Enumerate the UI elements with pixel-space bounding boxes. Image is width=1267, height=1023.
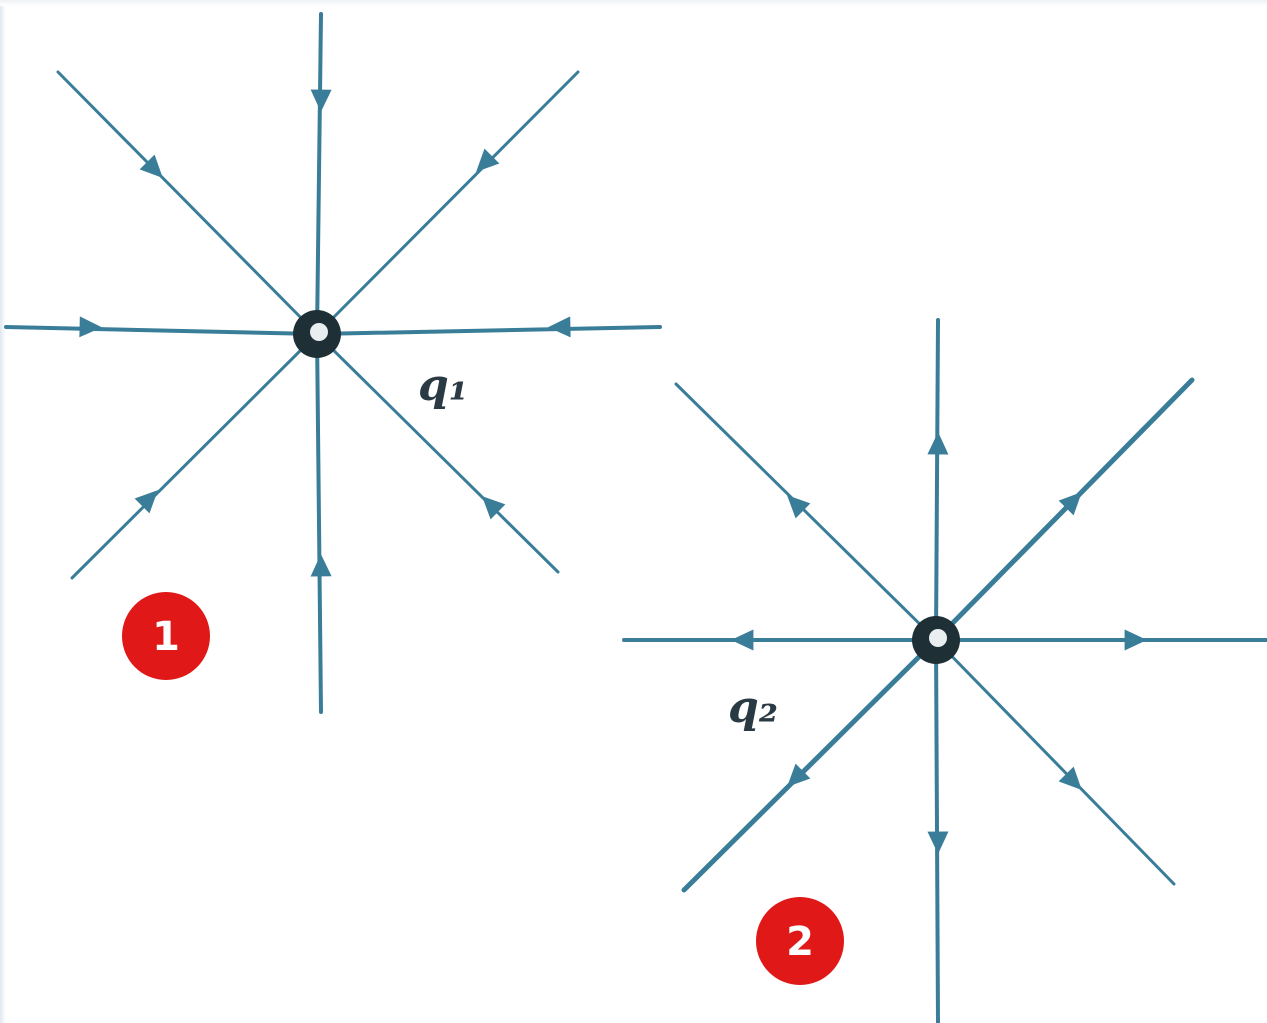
q2-point-charge-core (929, 629, 947, 647)
charge-q1-field (4, 12, 662, 714)
charge-q2-label: q₂ (728, 682, 778, 733)
q1-field-line-left (4, 325, 319, 336)
q2-arrow-up-icon (927, 432, 949, 455)
left-edge-shade (0, 0, 6, 1023)
q1-field-line-right (315, 325, 662, 336)
q1-arrow-down-icon (310, 554, 332, 577)
q1-field-line-down (315, 332, 323, 714)
q2-field-line-up (934, 318, 940, 642)
q1-field-line-up (315, 12, 323, 336)
q2-field-line-downright (934, 638, 1176, 886)
charge-q1-label: q₁ (418, 360, 468, 411)
q1-arrow-upleft-icon (139, 154, 163, 178)
q1-arrow-left-icon (79, 316, 102, 338)
top-edge-shade (0, 0, 1267, 6)
q1-arrow-downleft-icon (134, 490, 158, 514)
q2-field-line-down (934, 638, 940, 1023)
badge-2-circle (756, 897, 844, 985)
charge-q2-field (622, 318, 1267, 1023)
q2-arrow-upleft-icon (787, 495, 811, 519)
badge-1-number: 1 (152, 614, 180, 660)
q1-arrow-up-icon (310, 89, 332, 112)
q1-field-line-downleft (70, 332, 319, 580)
q2-field-line-downleft (681, 637, 939, 893)
q1-field-line-upright (315, 70, 580, 336)
badge-1: 1 (122, 592, 210, 680)
q2-arrow-downright-icon (1058, 766, 1082, 791)
q1-arrow-right-icon (548, 316, 571, 338)
q2-arrow-down-icon (927, 831, 949, 854)
q1-point-charge-core (310, 323, 328, 341)
q2-arrow-downleft-icon (787, 763, 811, 787)
badge-1-circle (122, 592, 210, 680)
q1-arrow-upright-icon (476, 148, 500, 172)
q2-field-line-upleft (674, 382, 938, 642)
q1-field-line-upleft (56, 70, 319, 336)
q1-arrow-downright-icon (482, 496, 506, 520)
q2-field-line-upright (933, 377, 1195, 643)
q2-arrow-left-icon (731, 629, 754, 651)
badge-2: 2 (756, 897, 844, 985)
badge-2-number: 2 (786, 919, 814, 965)
q1-field-line-downright (315, 332, 560, 574)
q2-arrow-upright-icon (1058, 492, 1082, 516)
q2-arrow-right-icon (1124, 629, 1147, 651)
